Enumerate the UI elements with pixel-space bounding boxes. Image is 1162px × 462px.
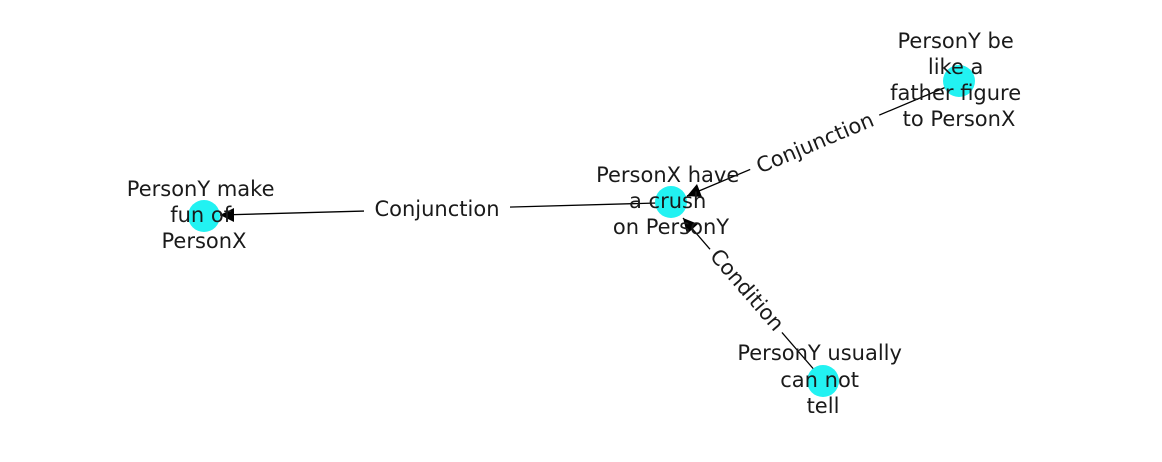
node-label: PersonY usually can not tell — [737, 341, 908, 418]
edge-crush-to-fun: Conjunction — [219, 193, 658, 223]
edge-label-bg — [700, 237, 796, 341]
node-label: PersonY be like a father figure to Perso… — [890, 29, 1028, 131]
node-marker — [943, 65, 975, 97]
edge-label: Conjunction — [753, 108, 878, 179]
node-marker — [188, 200, 220, 232]
node-label: PersonX have a crush on PersonY — [596, 163, 746, 239]
arrowhead-icon — [220, 208, 234, 222]
node-marker — [807, 365, 839, 397]
edge-label-bg — [744, 101, 885, 184]
arrowhead-icon — [687, 184, 702, 197]
edge-label: Condition — [705, 244, 789, 336]
edges: Conjunction Conjunction Condition — [219, 81, 959, 381]
nodes: PersonX have a crush on PersonY PersonY … — [127, 29, 1028, 418]
node-marker — [655, 186, 687, 218]
node-father: PersonY be like a father figure to Perso… — [890, 29, 1028, 131]
node-fun: PersonY make fun of PersonX — [127, 177, 281, 253]
edge-label-bg — [364, 193, 510, 223]
node-tell: PersonY usually can not tell — [737, 341, 908, 418]
node-crush: PersonX have a crush on PersonY — [596, 163, 746, 239]
node-label: PersonY make fun of PersonX — [127, 177, 281, 253]
arrowhead-icon — [683, 218, 698, 234]
edge-label: Conjunction — [374, 197, 499, 221]
